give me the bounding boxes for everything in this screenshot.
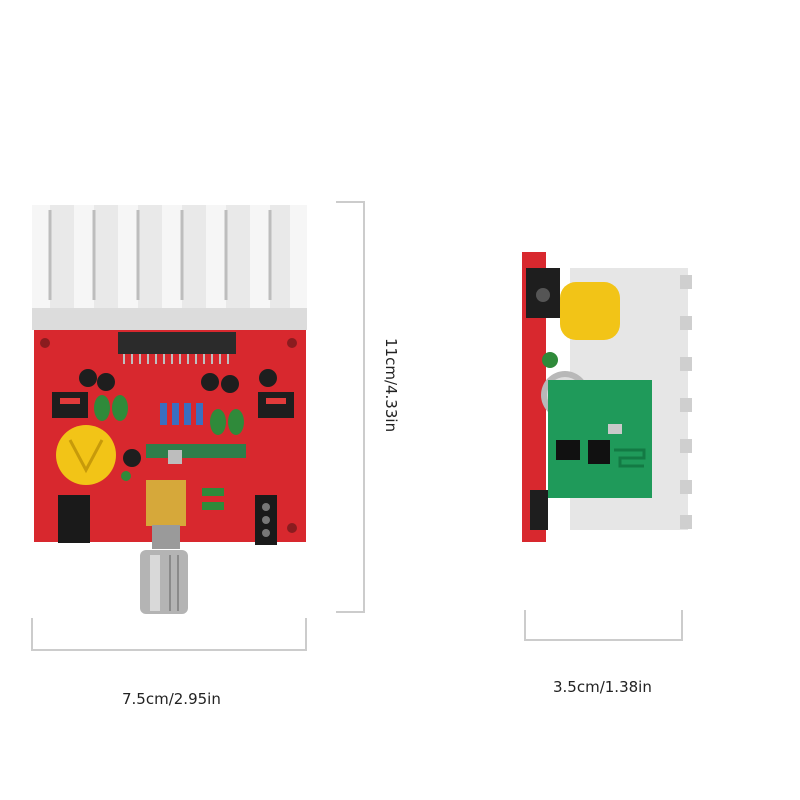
yellow-capacitor [56, 425, 116, 485]
audio-jack [58, 495, 90, 543]
front-width-label: 7.5cm/2.95in [122, 690, 221, 708]
side-width-label: 3.5cm/1.38in [553, 678, 652, 696]
side-dimension-line [524, 610, 683, 641]
front-heatsink [32, 205, 307, 330]
front-dimension-lines [31, 201, 365, 651]
amplifier-ic [118, 332, 236, 354]
volume-knob [140, 480, 188, 614]
front-height-label: 11cm/4.33in [382, 338, 400, 433]
side-board [522, 252, 692, 542]
front-board [32, 205, 307, 614]
bluetooth-module [548, 380, 652, 498]
